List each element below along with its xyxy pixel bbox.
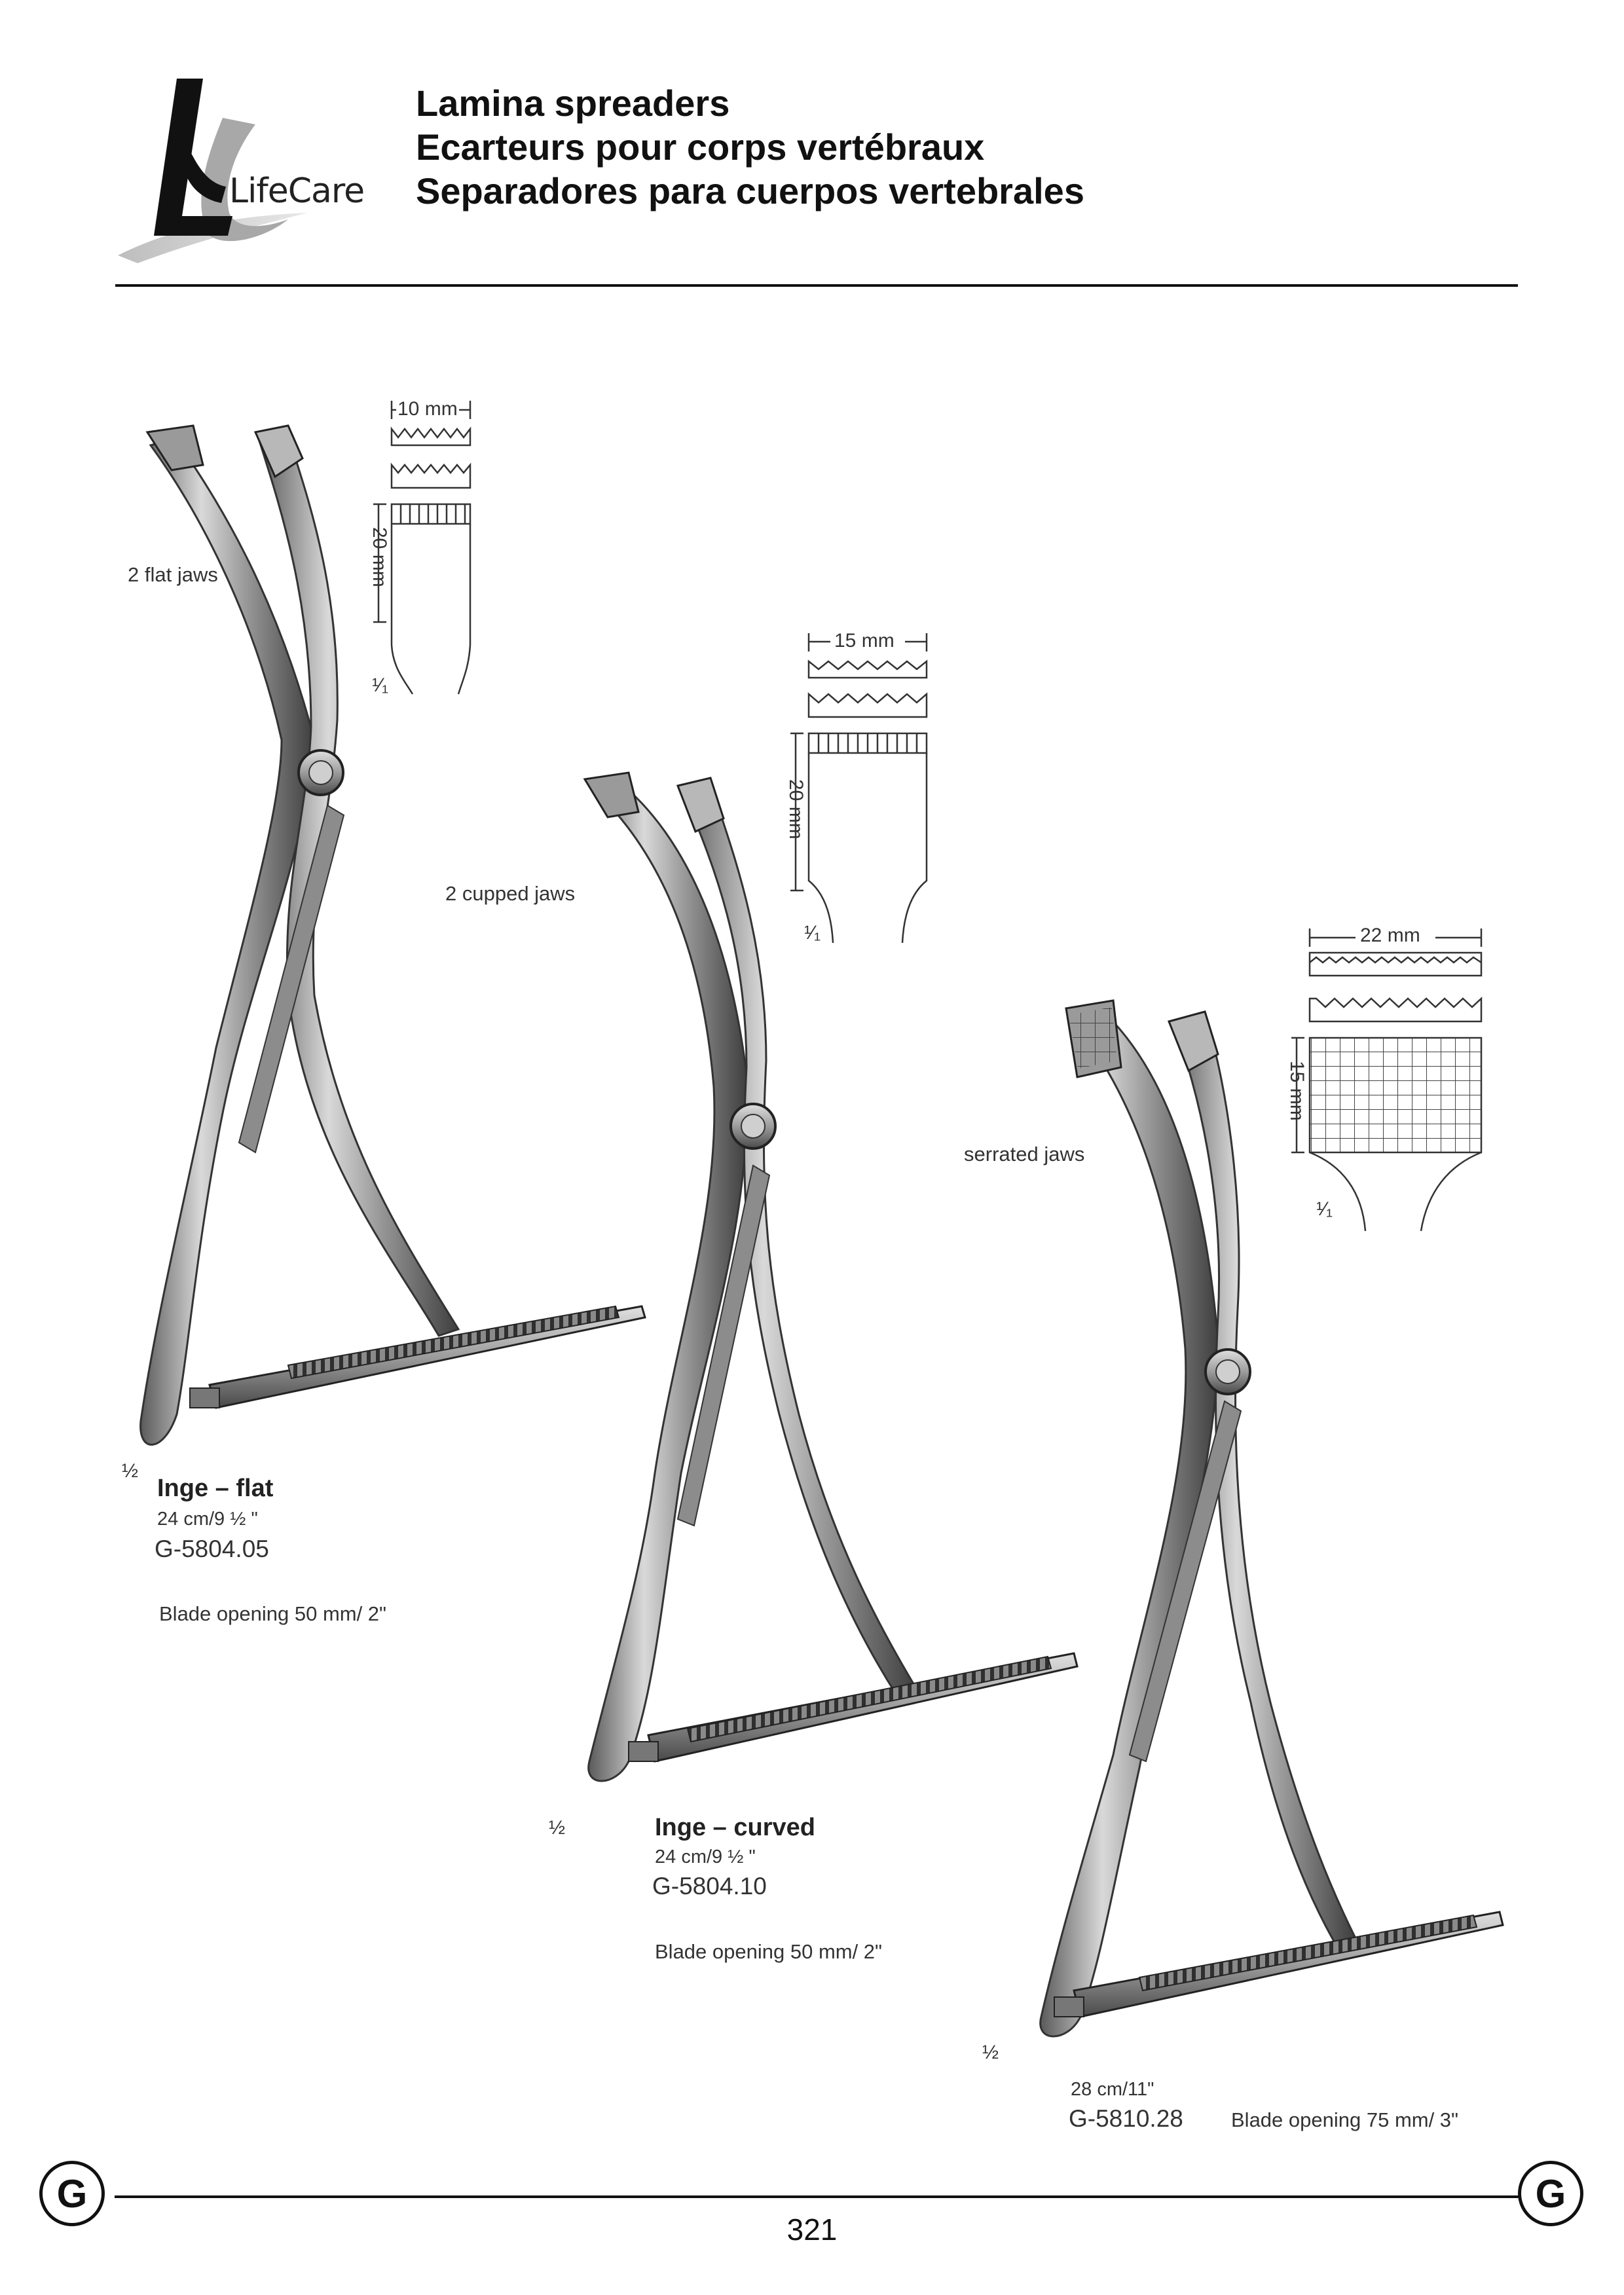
instrument-inge-curved xyxy=(583,771,1079,1782)
page-number: 321 xyxy=(786,2212,838,2247)
blade-opening-2: Blade opening 50 mm/ 2" xyxy=(655,1940,883,1963)
logo-wordmark: LifeCare xyxy=(229,172,365,211)
product-size-3: 28 cm/11" xyxy=(1071,2079,1154,2100)
product-code-3: G-5810.28 xyxy=(1069,2105,1183,2132)
depth-dimension-2: 20 mm xyxy=(785,779,807,839)
title-french: Ecarteurs pour corps vertébraux xyxy=(416,126,985,168)
blade-opening-1: Blade opening 50 mm/ 2" xyxy=(159,1602,387,1625)
blade-opening-3: Blade opening 75 mm/ 3" xyxy=(1231,2108,1459,2131)
title-spanish: Separadores para cuerpos vertebrales xyxy=(416,170,1084,211)
detail-scale-1: ¹⁄₁ xyxy=(372,674,389,696)
width-dimension-1: 10 mm xyxy=(396,398,459,420)
product-code-2: G-5804.10 xyxy=(652,1873,767,1900)
header-divider xyxy=(115,284,1518,287)
main-scale-2: ½ xyxy=(549,1817,566,1839)
product-code-1: G-5804.05 xyxy=(155,1535,269,1562)
footer-divider xyxy=(115,2195,1519,2198)
lc-logo-mark-icon xyxy=(118,79,308,263)
main-scale-3: ½ xyxy=(982,2042,999,2063)
product-name-2: Inge – curved xyxy=(655,1814,815,1841)
lifecare-logo xyxy=(111,72,386,268)
jaw-type-label-1: 2 flat jaws xyxy=(128,563,218,586)
width-dimension-3: 22 mm xyxy=(1359,925,1422,947)
detail-scale-3: ¹⁄₁ xyxy=(1316,1198,1333,1220)
jaw-detail-10mm xyxy=(373,401,471,695)
width-dimension-2: 15 mm xyxy=(833,630,896,652)
depth-dimension-3: 15 mm xyxy=(1286,1061,1308,1121)
product-size-1: 24 cm/9 ½ " xyxy=(157,1509,258,1530)
main-scale-1: ½ xyxy=(122,1460,139,1482)
product-name-1: Inge – flat xyxy=(157,1475,274,1502)
depth-dimension-1: 20 mm xyxy=(369,527,390,587)
jaw-type-label-3: serrated jaws xyxy=(964,1143,1085,1166)
section-tab-left: G xyxy=(39,2161,105,2226)
section-tab-right: G xyxy=(1518,2161,1583,2226)
jaw-detail-15mm xyxy=(790,633,928,944)
instrument-serrated xyxy=(1039,999,1504,2038)
instrument-inge-flat xyxy=(139,424,646,1446)
detail-scale-2: ¹⁄₁ xyxy=(804,922,821,944)
title-english: Lamina spreaders xyxy=(416,83,730,124)
product-size-2: 24 cm/9 ½ " xyxy=(655,1846,756,1867)
jaw-type-label-2: 2 cupped jaws xyxy=(445,882,576,905)
jaw-detail-22mm xyxy=(1291,928,1483,1232)
